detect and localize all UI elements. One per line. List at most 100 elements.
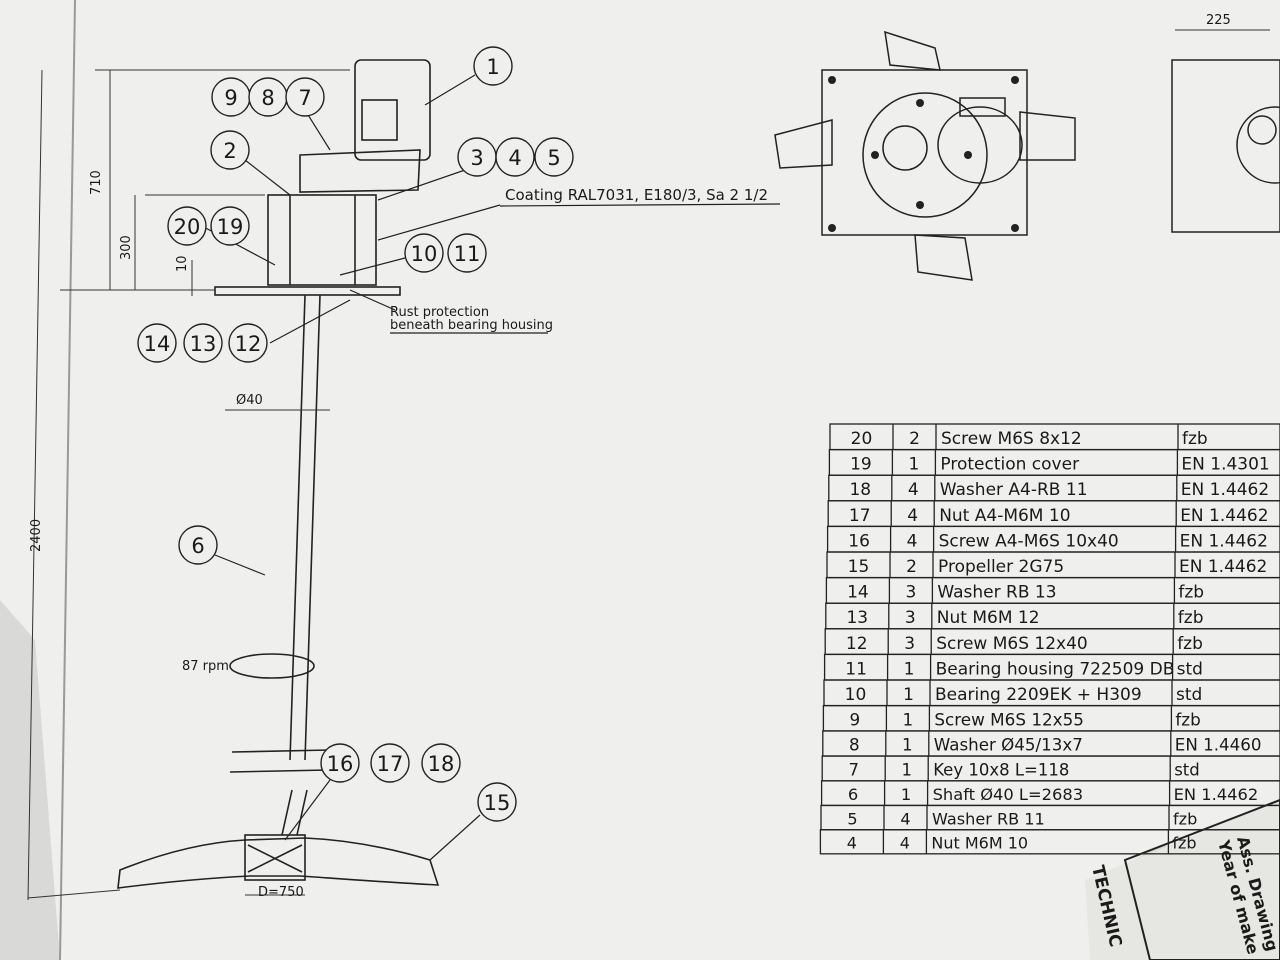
page-edge (59, 0, 76, 960)
callout-7: 7 (298, 86, 311, 110)
callout-5: 5 (547, 146, 560, 170)
table-cell-pos: 20 (851, 429, 873, 449)
flange-plate (214, 286, 401, 296)
table-cell-material: EN 1.4462 (1181, 480, 1269, 500)
table-cell-qty: 4 (900, 809, 910, 828)
rpm-rotation-arrow (229, 653, 315, 679)
table-cell-pos: 8 (849, 735, 860, 755)
table-cell-description: Washer RB 11 (932, 809, 1045, 828)
table-cell-qty: 1 (901, 760, 912, 779)
motor (354, 59, 431, 161)
callout-15: 15 (484, 791, 511, 815)
callout-16: 16 (327, 752, 354, 776)
table-cell-description: Screw M6S 8x12 (941, 429, 1082, 449)
table-cell-material: EN 1.4301 (1181, 455, 1269, 475)
side-view-partial (1171, 59, 1280, 233)
propeller-hub (244, 834, 306, 881)
rust-protection-note-line1: Rust protection (390, 305, 489, 320)
table-cell-material: EN 1.4462 (1180, 506, 1268, 526)
callout-10: 10 (411, 242, 438, 266)
callout-11: 11 (454, 242, 481, 266)
dimension-10: 10 (175, 255, 190, 272)
table-cell-qty: 1 (901, 785, 911, 804)
rust-protection-note-line2: beneath bearing housing (390, 318, 553, 333)
callout-2: 2 (223, 139, 236, 163)
table-cell-qty: 4 (907, 506, 918, 526)
propeller (117, 837, 440, 889)
callout-3: 3 (470, 146, 483, 170)
callout-labels: 1 9 8 7 2 3 4 5 20 19 10 11 14 13 12 6 1… (144, 55, 561, 815)
table-cell-pos: 17 (849, 506, 871, 526)
table-cell-pos: 7 (848, 760, 859, 779)
table-cell-material: fzb (1177, 634, 1203, 654)
table-cell-description: Screw M6S 12x55 (934, 709, 1084, 729)
table-cell-material: fzb (1178, 583, 1204, 603)
gearbox (299, 149, 421, 193)
table-cell-pos: 16 (848, 531, 870, 551)
table-cell-pos: 13 (846, 608, 868, 628)
table-cell-qty: 3 (904, 634, 915, 654)
table-cell-pos: 5 (847, 809, 857, 828)
callout-8: 8 (261, 86, 274, 110)
table-cell-description: Washer RB 13 (937, 583, 1056, 603)
table-row: 20 2 Screw M6S 8x12 fzb (829, 423, 1280, 451)
table-cell-description: Nut A4-M6M 10 (939, 506, 1070, 526)
table-cell-qty: 1 (902, 735, 913, 755)
second-page (1085, 800, 1280, 960)
table-cell-qty: 1 (908, 455, 919, 475)
table-cell-pos: 14 (847, 583, 869, 603)
table-cell-description: Key 10x8 L=118 (933, 760, 1069, 779)
top-view (774, 30, 1076, 281)
rotation-speed: 87 rpm (182, 659, 229, 674)
callout-20: 20 (174, 215, 201, 239)
table-cell-pos: 12 (846, 634, 868, 654)
callout-balloons (137, 46, 574, 822)
callout-12: 12 (235, 332, 262, 356)
table-cell-pos: 6 (848, 785, 858, 804)
table-cell-qty: 1 (904, 659, 915, 679)
table-cell-description: Screw A4-M6S 10x40 (939, 531, 1119, 551)
table-cell-qty: 4 (908, 480, 919, 500)
table-cell-description: Propeller 2G75 (938, 557, 1064, 577)
table-row: 8 1 Washer Ø45/13x7 EN 1.4460 (822, 730, 1280, 757)
table-cell-pos: 15 (848, 557, 870, 577)
table-cell-material: EN 1.4462 (1180, 531, 1268, 551)
table-cell-qty: 1 (903, 709, 914, 729)
callout-17: 17 (377, 752, 404, 776)
table-cell-material: EN 1.4460 (1175, 735, 1262, 755)
table-row: 7 1 Key 10x8 L=118 std (821, 755, 1280, 782)
table-cell-material: std (1174, 760, 1200, 779)
table-cell-qty: 1 (903, 685, 914, 705)
table-cell-material: fzb (1172, 834, 1196, 853)
dimension-lines (27, 29, 1270, 901)
table-cell-material: fzb (1182, 429, 1208, 449)
table-cell-pos: 18 (849, 480, 871, 500)
callout-13: 13 (190, 332, 217, 356)
table-cell-qty: 4 (907, 531, 918, 551)
callout-14: 14 (144, 332, 171, 356)
table-cell-qty: 2 (909, 429, 920, 449)
table-cell-description: Bearing 2209EK + H309 (935, 685, 1142, 705)
table-cell-description: Shaft Ø40 L=2683 (933, 785, 1084, 804)
callout-1: 1 (486, 55, 499, 79)
table-cell-material: EN 1.4462 (1179, 557, 1267, 577)
table-cell-qty: 4 (900, 834, 910, 853)
table-cell-pos: 11 (845, 659, 867, 679)
table-cell-description: Washer Ø45/13x7 (934, 735, 1083, 755)
table-cell-qty: 3 (905, 608, 916, 628)
title-block-border (1123, 798, 1280, 960)
mounting-stand (267, 194, 377, 286)
table-cell-pos: 9 (850, 709, 861, 729)
table-cell-material: fzb (1178, 608, 1204, 628)
dimension-225: 225 (1206, 13, 1231, 28)
table-cell-description: Bearing housing 722509 DB (936, 659, 1175, 679)
table-cell-pos: 4 (847, 834, 857, 853)
top-view-bolts (828, 76, 1019, 232)
table-cell-material: fzb (1173, 809, 1197, 828)
